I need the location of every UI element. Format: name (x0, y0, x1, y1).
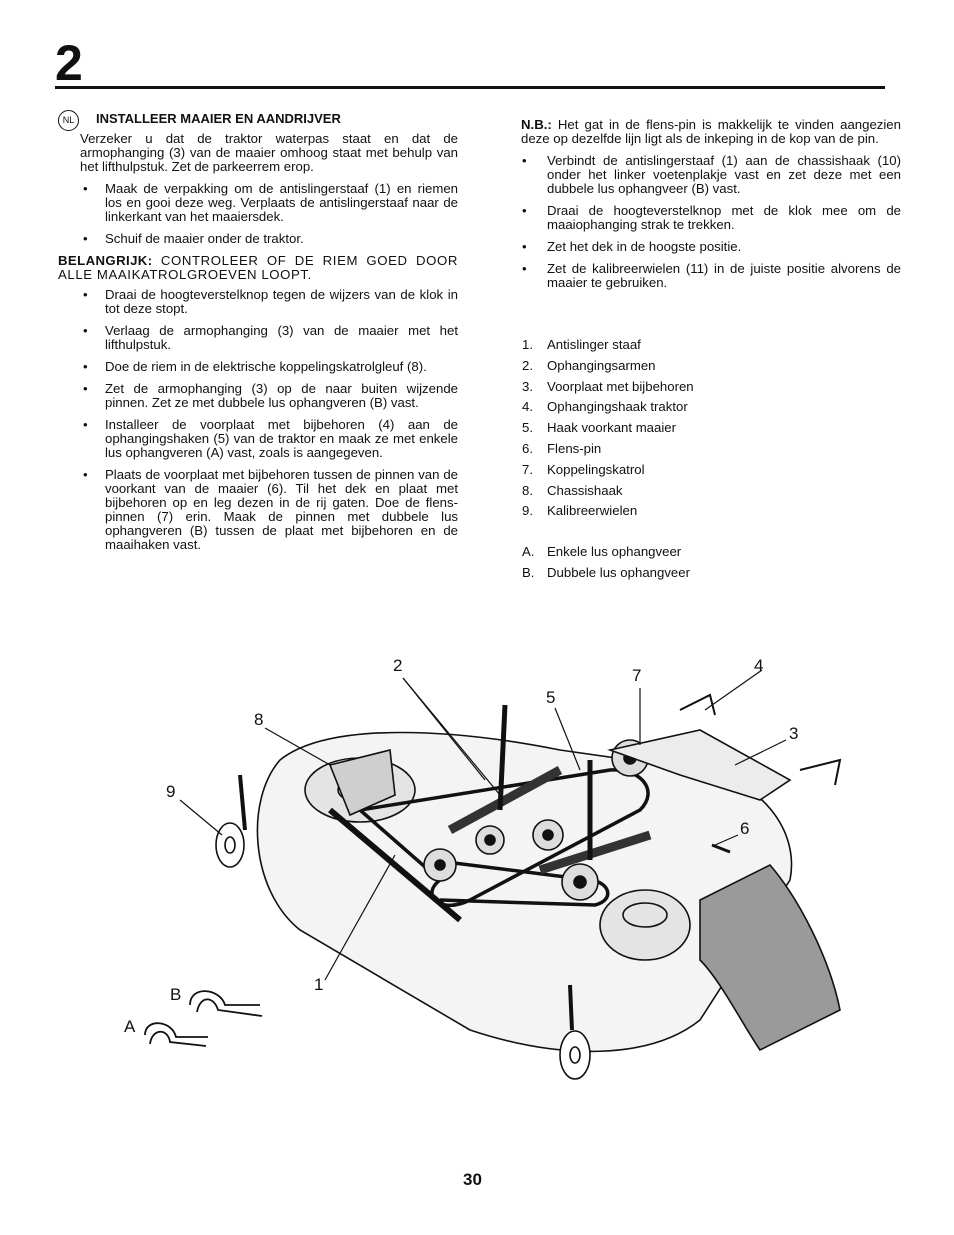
list-item: •Zet het dek in de hoogste positie. (522, 239, 742, 254)
parts-list: 1.Antislinger staaf 2.Ophangingsarmen 3.… (521, 338, 901, 525)
intro-paragraph: Verzeker u dat de traktor waterpas staat… (80, 131, 458, 174)
bullet-dot: • (522, 203, 527, 218)
list-item: •Draai de hoogteverstelknop tegen de wij… (83, 287, 458, 316)
language-badge: NL (58, 110, 79, 131)
bullet-dot: • (83, 359, 88, 374)
bullet-dot: • (83, 231, 88, 246)
list-item: •Zet de kalibreerwielen (11) in de juist… (522, 261, 901, 290)
list-item: •Schuif de maaier onder de traktor. (83, 231, 304, 246)
header-rule (55, 86, 885, 89)
parts-item: 8.Chassishaak (522, 482, 623, 498)
chapter-number: 2 (55, 35, 83, 91)
callout-label: B (170, 985, 182, 1004)
list-item: •Zet de armophanging (3) op de naar buit… (83, 381, 458, 410)
bullet-dot: • (522, 239, 527, 254)
callout-label: 9 (166, 782, 176, 801)
callout-label: 7 (632, 666, 642, 685)
section-title: INSTALLEER MAAIER EN AANDRIJVER (96, 111, 341, 126)
callout-label: 1 (314, 975, 324, 994)
bullet-dot: • (83, 323, 88, 338)
bullet-list-2: •Draai de hoogteverstelknop tegen de wij… (58, 288, 458, 552)
important-note: BELANGRIJK: CONTROLEER OF DE RIEM GOED D… (58, 254, 458, 282)
list-item: •Plaats de voorplaat met bijbehoren tuss… (83, 467, 458, 552)
parts-item: 3.Voorplaat met bijbehoren (522, 378, 694, 394)
list-item: •Verbindt de antislingerstaaf (1) aan de… (522, 153, 901, 196)
bullet-dot: • (83, 417, 88, 432)
parts-item: 5.Haak voorkant maaier (522, 420, 677, 436)
nb-note: N.B.: Het gat in de flens-pin is makkeli… (521, 118, 901, 146)
parts-item: 6.Flens-pin (522, 440, 602, 456)
right-column: N.B.: Het gat in de flens-pin is makkeli… (521, 118, 901, 587)
list-item: •Draai de hoogteverstelknop met de klok … (522, 203, 901, 232)
bullet-dot: • (522, 261, 527, 276)
nb-label: N.B.: (521, 117, 552, 132)
parts-item: 1.Antislinger staaf (522, 337, 641, 352)
parts-item: B.Dubbele lus ophangveer (522, 564, 690, 580)
callout-label: 2 (393, 656, 403, 675)
callout-label: 6 (740, 819, 750, 838)
right-bullet-list: •Verbindt de antislingerstaaf (1) aan de… (521, 154, 901, 290)
bullet-dot: • (83, 181, 88, 196)
list-item: •Doe de riem in de elektrische koppeling… (83, 359, 427, 374)
page-number: 30 (463, 1170, 482, 1189)
callout-label: 3 (789, 724, 799, 743)
parts-item: A.Enkele lus ophangveer (522, 544, 682, 560)
callout-label: A (124, 1017, 136, 1036)
important-label: BELANGRIJK: (58, 253, 153, 268)
bullet-dot: • (83, 467, 88, 482)
parts-item: 7.Koppelingskatrol (522, 461, 645, 477)
callout-label: 4 (754, 656, 764, 675)
springs-list: A.Enkele lus ophangveer B.Dubbele lus op… (521, 545, 901, 587)
list-item: •Verlaag de armophanging (3) van de maai… (83, 323, 458, 352)
left-column: NL INSTALLEER MAAIER EN AANDRIJVER Verze… (58, 110, 458, 560)
mower-deck-drawing (144, 669, 842, 1080)
parts-item: 2.Ophangingsarmen (522, 357, 656, 373)
bullet-list-1: •Maak de verpakking om de antislingersta… (58, 182, 458, 246)
important-text: CONTROLEER OF DE RIEM GOED DOOR ALLE MAA… (58, 253, 459, 282)
nb-text: Het gat in de flens-pin is makkelijk te … (521, 117, 901, 146)
list-item: •Installeer de voorplaat met bijbehoren … (83, 417, 458, 460)
bullet-dot: • (522, 153, 527, 168)
callout-label: 5 (546, 688, 556, 707)
callout-label: 8 (254, 710, 264, 729)
parts-item: 4.Ophangingshaak traktor (522, 399, 688, 415)
mower-deck-illustration: 2 4 7 5 8 3 9 6 1 B A (0, 600, 954, 1140)
parts-item: 9.Kalibreerwielen (522, 503, 638, 519)
bullet-dot: • (83, 381, 88, 396)
list-item: •Maak de verpakking om de antislingersta… (83, 181, 458, 224)
bullet-dot: • (83, 287, 88, 302)
